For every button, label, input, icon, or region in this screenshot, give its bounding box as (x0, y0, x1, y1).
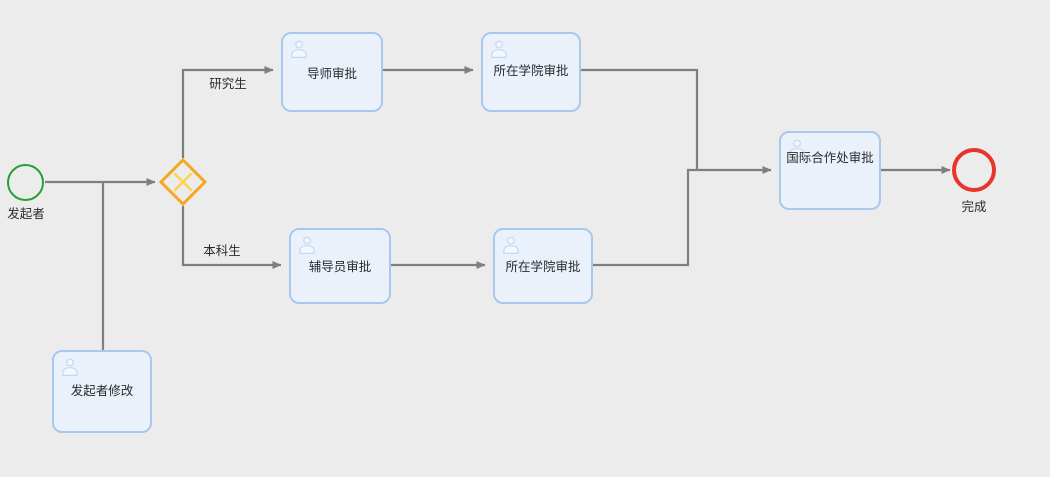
task-label: 辅导员审批 (308, 260, 372, 274)
task-advisor-approval[interactable]: 导师审批 (281, 32, 383, 112)
start-event-initiator[interactable] (7, 164, 44, 201)
task-college-approval-graduate[interactable]: 所在学院审批 (481, 32, 581, 112)
edge-label-undergraduate: 本科生 (203, 244, 241, 258)
edge-label-graduate: 研究生 (209, 77, 247, 91)
user-icon (62, 358, 78, 376)
task-label: 国际合作处审批 (786, 151, 874, 165)
task-label: 所在学院审批 (505, 260, 581, 274)
task-counselor-approval[interactable]: 辅导员审批 (289, 228, 391, 304)
user-icon (299, 236, 315, 254)
user-icon (291, 40, 307, 58)
task-international-cooperation-approval[interactable]: 国际合作处审批 (779, 131, 881, 210)
user-icon (491, 40, 507, 58)
task-initiator-revise[interactable]: 发起者修改 (52, 350, 152, 433)
task-label: 发起者修改 (70, 384, 134, 398)
task-label: 导师审批 (306, 67, 357, 81)
user-icon (789, 139, 805, 157)
exclusive-gateway[interactable] (158, 157, 208, 207)
edge-college-bottom-to-intl (593, 166, 772, 267)
user-icon (503, 236, 519, 254)
task-label: 所在学院审批 (493, 64, 569, 78)
end-event-label: 完成 (961, 200, 987, 214)
task-college-approval-undergraduate[interactable]: 所在学院审批 (493, 228, 593, 304)
end-event-complete[interactable] (952, 148, 996, 192)
start-event-label: 发起者 (7, 207, 45, 221)
edge-college-top-to-merge (581, 68, 699, 170)
